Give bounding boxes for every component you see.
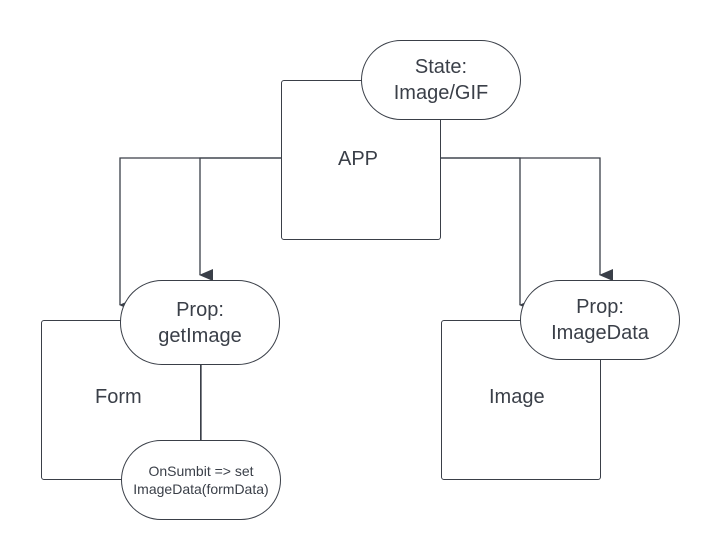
- onsubmit-handler-node: OnSumbit => set ImageData(formData): [121, 440, 281, 520]
- state-value: Image/GIF: [393, 82, 489, 104]
- app-label: APP: [338, 148, 379, 170]
- imagedata-prop-title: Prop:: [576, 296, 624, 318]
- handler-line-2: ImageData(formData): [133, 481, 269, 497]
- getimage-prop-title: Prop:: [176, 298, 224, 321]
- imagedata-prop-value: ImageData: [551, 322, 649, 344]
- image-label: Image: [489, 386, 545, 408]
- form-label: Form: [95, 386, 142, 408]
- arrow-app-to-getimage-prop: [199, 157, 282, 281]
- arrow-app-to-image: [440, 157, 533, 311]
- handler-line-1: OnSumbit => set: [148, 462, 254, 479]
- getimage-prop-node: Prop: getImage: [120, 280, 280, 365]
- state-title: State:: [414, 56, 468, 78]
- getimage-prop-value: getImage: [158, 324, 242, 347]
- state-node: State: Image/GIF: [361, 40, 521, 120]
- imagedata-prop-node: Prop: ImageData: [520, 280, 680, 360]
- arrow-app-to-imagedata-prop: [440, 157, 613, 281]
